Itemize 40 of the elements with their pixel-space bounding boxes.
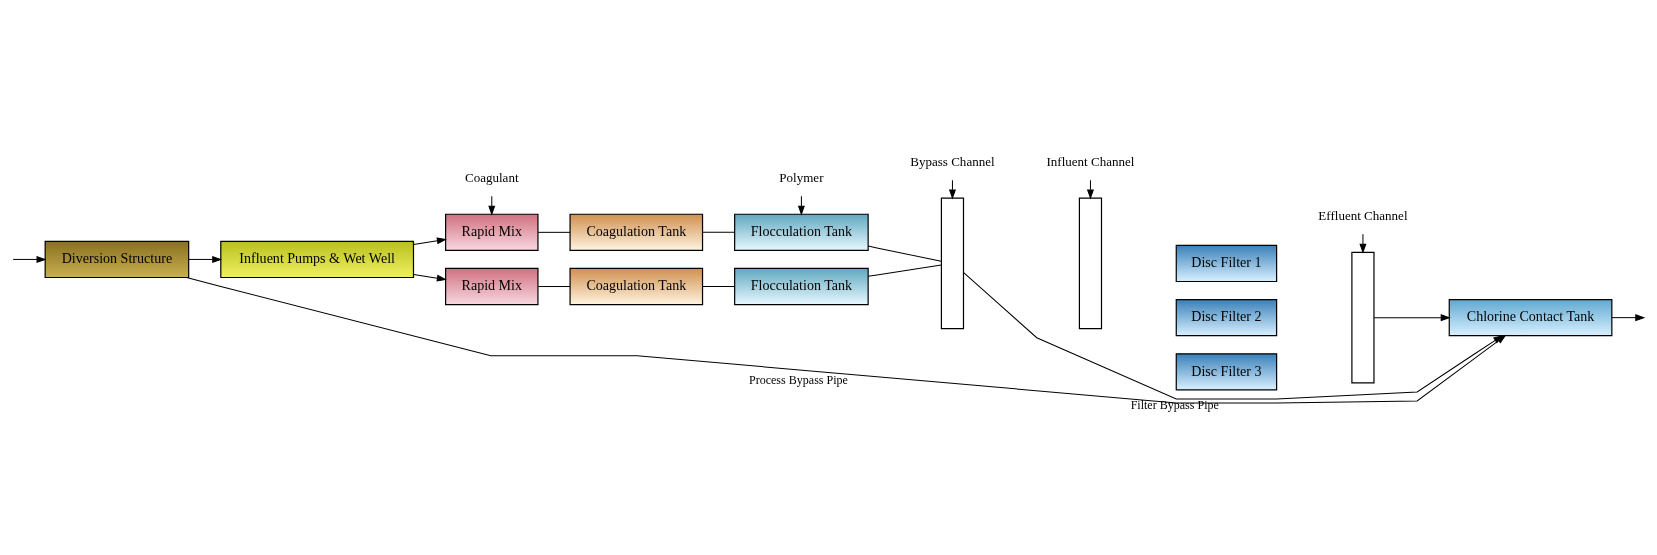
arrow	[798, 195, 805, 215]
arrow	[413, 273, 446, 281]
arrow	[12, 255, 46, 263]
node-box: Rapid Mix	[445, 267, 539, 305]
arrow	[949, 179, 956, 199]
node-box: Flocculation Tank	[734, 267, 869, 305]
node-text: Coagulant	[464, 169, 519, 185]
arrow	[963, 271, 1503, 399]
node-text: Effluent Channel	[1318, 207, 1408, 223]
connector	[867, 264, 942, 277]
node-box: Influent Pumps & Wet Well	[220, 240, 415, 278]
arrow	[1611, 313, 1645, 321]
edge-label: Filter Bypass Pipe	[1130, 397, 1219, 412]
node-text: Polymer	[779, 169, 824, 185]
connector	[537, 231, 571, 233]
arrow	[1373, 313, 1450, 321]
node-box: Coagulation Tank	[569, 267, 704, 305]
arrow	[413, 236, 446, 245]
node-box	[1351, 251, 1375, 383]
node-box: Chlorine Contact Tank	[1448, 298, 1613, 336]
node-box: Diversion Structure	[44, 240, 190, 278]
connector	[867, 245, 942, 262]
node-text: Influent Channel	[1046, 152, 1135, 168]
node-box: Disc Filter 1	[1175, 244, 1278, 282]
node-box: Flocculation Tank	[734, 213, 869, 251]
node-box	[940, 197, 965, 329]
node-box: Disc Filter 3	[1175, 352, 1278, 390]
connector	[702, 231, 735, 233]
node-box: Coagulation Tank	[569, 213, 704, 251]
node-text: Bypass Channel	[910, 152, 995, 168]
node-box	[1078, 197, 1103, 329]
arrow	[488, 195, 496, 215]
arrow	[188, 255, 222, 263]
connector	[537, 285, 571, 287]
arrow	[1087, 179, 1094, 199]
edge-label: Process Bypass Pipe	[748, 372, 848, 387]
connector	[702, 285, 735, 287]
node-box: Rapid Mix	[445, 213, 539, 251]
node-box: Disc Filter 2	[1175, 298, 1278, 336]
arrow	[1359, 233, 1367, 253]
